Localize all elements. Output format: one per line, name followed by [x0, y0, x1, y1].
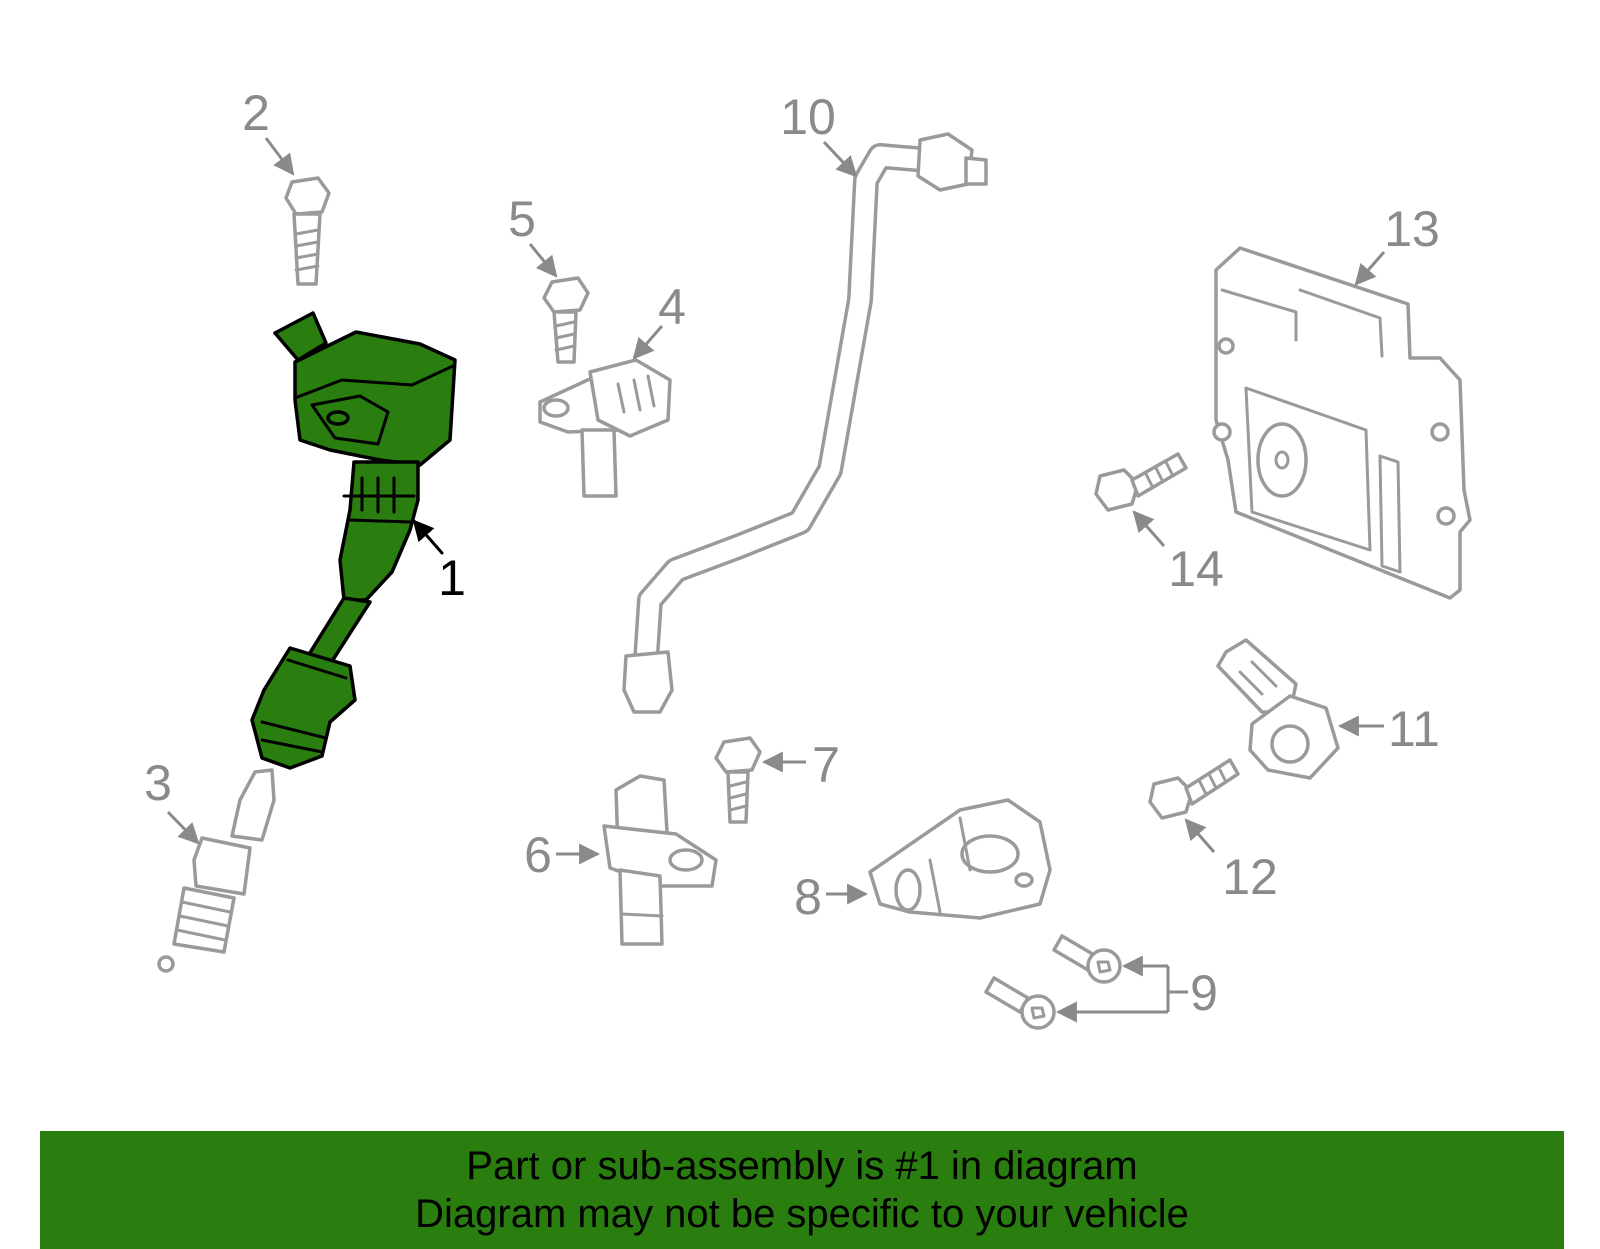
bracket-part-8[interactable]: 8 — [794, 798, 1052, 925]
knock-sensor-11-hole — [1270, 724, 1310, 764]
banner-line-disclaimer: Diagram may not be specific to your vehi… — [415, 1192, 1189, 1236]
harness-10-tube — [633, 143, 941, 673]
spark-plug-part-3[interactable]: 3 — [144, 755, 276, 973]
sensor-6-ring — [620, 912, 664, 918]
coil-tab — [273, 311, 328, 362]
sensor-part-6[interactable]: 6 — [524, 774, 718, 946]
callout-9[interactable]: 9 — [1190, 965, 1218, 1021]
spark-plug-tip — [157, 955, 175, 973]
coil-neck-rings — [342, 476, 416, 524]
bolt-14-threads — [1144, 460, 1174, 488]
coil-boot-rings — [260, 658, 348, 754]
ecu-13-slot — [1378, 454, 1402, 574]
callout-8[interactable]: 8 — [794, 869, 822, 925]
callout-12[interactable]: 12 — [1222, 849, 1278, 905]
bolt-9b-head — [1020, 994, 1056, 1030]
ignition-coil-part-1[interactable]: 1 — [250, 311, 466, 770]
spark-plug-thread-lines — [175, 900, 232, 942]
spark-plug-insulator — [230, 768, 276, 842]
ecu-13-mount-hole-4 — [1217, 337, 1235, 355]
coil-bolt-hole — [326, 410, 350, 426]
bolt-9a-socket — [1096, 960, 1112, 974]
ecu-13-connector — [1220, 288, 1384, 358]
callout-7[interactable]: 7 — [812, 737, 840, 793]
coil-head — [293, 330, 457, 467]
ecu-13-mount-hole-1 — [1212, 422, 1232, 442]
coil-head-edge — [293, 364, 455, 400]
leader-1 — [412, 519, 444, 555]
leader-10 — [822, 140, 858, 178]
ecu-13-center-dot — [1274, 450, 1290, 470]
callout-10[interactable]: 10 — [780, 89, 836, 145]
coil-body — [250, 311, 457, 770]
bolt-2-shank — [292, 212, 322, 286]
bolt-12-threads — [1198, 768, 1228, 796]
callout-3[interactable]: 3 — [144, 755, 172, 811]
bracket-8-right-hole — [1014, 872, 1034, 888]
ecu-13-mount-hole-3 — [1436, 506, 1456, 526]
harness-part-10[interactable]: 10 — [622, 89, 988, 714]
callout-4[interactable]: 4 — [658, 279, 686, 335]
ecu-13-mount-hole-2 — [1430, 422, 1450, 442]
callout-1[interactable]: 1 — [438, 550, 466, 606]
leader-2 — [264, 137, 295, 176]
banner-line-part-number: Part or sub-assembly is #1 in diagram — [466, 1144, 1138, 1188]
leader-3 — [166, 810, 200, 845]
bolt-12-head — [1148, 776, 1194, 820]
info-banner: Part or sub-assembly is #1 in diagram Di… — [40, 1131, 1564, 1249]
bolt-part-5[interactable]: 5 — [508, 191, 590, 364]
leader-12 — [1184, 818, 1216, 853]
knock-sensor-part-11[interactable]: 11 — [1216, 638, 1440, 780]
leader-4 — [632, 325, 664, 360]
knock-sensor-11-ribs — [1238, 660, 1278, 696]
callout-5[interactable]: 5 — [508, 191, 536, 247]
callout-11[interactable]: 11 — [1388, 701, 1440, 757]
bolt-part-7[interactable]: 7 — [714, 736, 840, 824]
leader-14 — [1132, 510, 1166, 547]
bolt-9b-socket — [1030, 1006, 1046, 1020]
harness-10-bottom-connector — [622, 650, 674, 714]
leader-9-bracket — [1166, 966, 1188, 1012]
bolt-9b-shank — [984, 976, 1030, 1014]
bolt-7-head — [714, 736, 762, 774]
sensor-6-hole — [668, 848, 704, 872]
bracket-8-left-hole — [894, 868, 922, 912]
bolt-part-14[interactable]: 14 — [1094, 452, 1224, 597]
bolt-5-threads — [554, 320, 576, 352]
bolt-part-2[interactable]: 2 — [242, 85, 331, 286]
bolt-part-12[interactable]: 12 — [1148, 758, 1278, 905]
bolt-7-threads — [728, 780, 748, 812]
ecu-13-center-circle — [1256, 422, 1308, 498]
coil-head-bracket — [310, 394, 390, 446]
leader-13 — [1354, 251, 1386, 286]
parts-diagram: 1 2 3 4 5 — [144, 85, 1472, 1030]
spark-plug-hex — [192, 836, 252, 896]
bolt-9a-head — [1086, 948, 1122, 984]
sensor-4-hole — [542, 398, 570, 418]
bracket-8-edges — [928, 816, 972, 914]
bracket-8-center-hole — [960, 834, 1020, 874]
ecu-module-part-13[interactable]: 13 — [1212, 201, 1472, 600]
callout-6[interactable]: 6 — [524, 827, 552, 883]
bolt-2-threads — [294, 228, 320, 272]
sensor-6-shaft — [618, 868, 664, 946]
harness-10-tube-inner — [636, 146, 938, 670]
harness-10-top-plug — [964, 156, 988, 186]
coil-boot — [250, 646, 357, 770]
bolt-14-head — [1094, 468, 1140, 512]
bolt-2-head — [284, 176, 331, 216]
callout-13[interactable]: 13 — [1384, 201, 1440, 257]
ecu-13-plate — [1244, 386, 1372, 552]
sensor-4-ribs — [616, 374, 656, 414]
sensor-4-shaft — [580, 428, 618, 498]
bolt-set-part-9[interactable]: 9 — [984, 934, 1218, 1030]
leader-5 — [528, 243, 558, 278]
callout-14[interactable]: 14 — [1168, 541, 1224, 597]
bolt-5-head — [542, 276, 590, 314]
sensor-part-4[interactable]: 4 — [538, 279, 686, 498]
harness-10-top-connector — [916, 132, 974, 192]
callout-2[interactable]: 2 — [242, 85, 270, 141]
